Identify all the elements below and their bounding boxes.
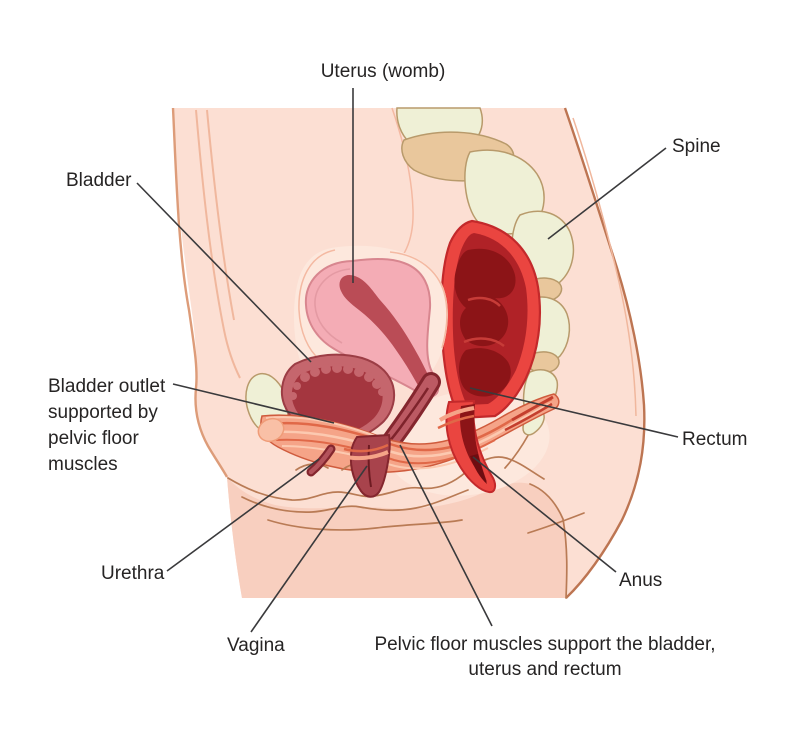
anus-opening [470,454,487,484]
uterus-canal [339,274,433,391]
abdominal-fold-2 [206,109,235,321]
uterus-inner-wall-line [314,268,351,344]
vagina-leader-line [250,465,368,633]
bladder-mucosa-scallops [289,363,386,400]
urethra-core [308,446,334,475]
front-body-edge [171,107,229,478]
rectum-fold-highlight [463,296,505,348]
muscle-streak-over-anus [438,406,475,422]
label-bladder-outlet: Bladder outlet supported by pelvic floor… [48,376,166,475]
label-anus: Anus [619,570,662,591]
back-inner-highlight [572,117,637,417]
label-bladder-outlet-line3: pelvic floor [48,428,139,449]
perineum-line [227,456,545,501]
spine-leader-line [547,147,667,240]
rectum-shape [440,219,541,420]
thigh-buttock-line [529,483,568,599]
uterus-halo-line-left [298,249,336,361]
rectum-leader-line [469,387,679,438]
urethra-leader-line [166,458,320,572]
muscle-streak [271,402,551,458]
label-rectum: Rectum [682,429,747,450]
label-bladder-outlet-line4: muscles [48,454,118,475]
vagina-opening-shape [341,433,391,498]
pelvic-floor-leader-line [399,444,493,627]
muscle-streak-dark-end [504,402,553,432]
uterus-halo-line-right [389,251,448,349]
muscle-streak-dark-end [511,395,554,422]
rectum-fold [458,348,511,397]
muscle-streak-over-anus [437,414,475,430]
abdominal-fold-1 [195,109,241,379]
bladder-leader-line [136,182,312,363]
leader-lines [136,88,679,633]
perineum-line [267,519,463,531]
label-spine: Spine [672,136,721,157]
muscle-streak-over-vagina [343,443,389,453]
label-pelvic-floor-line2: uterus and rectum [468,659,621,680]
uterus-shape [293,245,448,398]
label-bladder: Bladder [66,170,132,191]
label-bladder-outlet-line2: supported by [48,402,158,423]
label-bladder-outlet-line1: Bladder outlet [48,376,166,397]
label-pelvic-floor-line1: Pelvic floor muscles support the bladder… [374,634,715,655]
vagina-opening-line [367,444,372,488]
thigh-fill [227,477,568,598]
urethra-shape [306,444,336,477]
labels: Uterus (womb) Bladder Spine Bladder outl… [48,61,747,680]
bladder-outlet-leader-line [172,383,335,424]
muscle-left-cap [257,417,285,443]
anus-leader-line [472,456,617,573]
label-vagina: Vagina [227,635,285,656]
muscle-streak-over-vagina [341,450,389,461]
label-urethra: Urethra [101,563,165,584]
perineum-line [241,489,469,513]
label-pelvic-floor: Pelvic floor muscles support the bladder… [374,634,715,680]
back-buttock-edge [563,107,646,599]
label-uterus: Uterus (womb) [321,61,446,82]
